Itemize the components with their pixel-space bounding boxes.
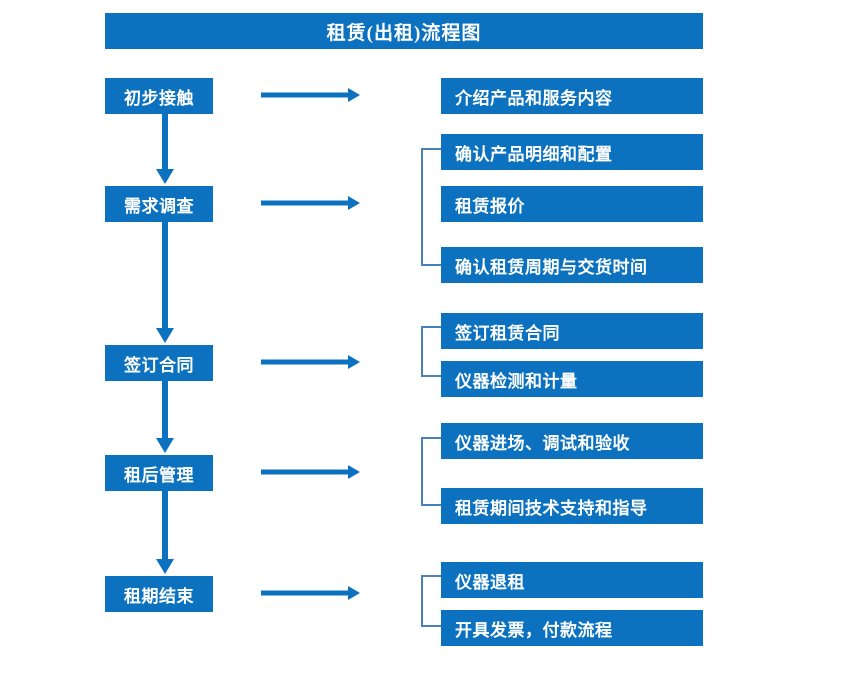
group-bracket-2 — [421, 148, 441, 266]
detail-box-1-1[interactable]: 介绍产品和服务内容 — [441, 78, 703, 114]
group-bracket-3 — [421, 326, 441, 377]
arrow-down-3 — [156, 381, 174, 453]
page-title: 租赁(出租)流程图 — [105, 13, 703, 49]
detail-box-3-2[interactable]: 仪器检测和计量 — [441, 361, 703, 397]
arrow-down-1 — [156, 114, 174, 184]
stage-box-5[interactable]: 租期结束 — [105, 576, 213, 612]
detail-box-5-1[interactable]: 仪器退租 — [441, 562, 703, 598]
detail-box-4-2[interactable]: 租赁期间技术支持和指导 — [441, 488, 703, 524]
stage-box-2[interactable]: 需求调查 — [105, 186, 213, 222]
stage-box-1[interactable]: 初步接触 — [105, 78, 213, 114]
detail-box-3-1[interactable]: 签订租赁合同 — [441, 313, 703, 349]
detail-box-2-1[interactable]: 确认产品明细和配置 — [441, 134, 703, 170]
arrow-right-5 — [261, 586, 360, 600]
detail-box-2-2[interactable]: 租赁报价 — [441, 186, 703, 222]
detail-box-4-1[interactable]: 仪器进场、调试和验收 — [441, 423, 703, 459]
detail-box-5-2[interactable]: 开具发票，付款流程 — [441, 610, 703, 646]
arrow-down-4 — [156, 491, 174, 574]
arrow-right-4 — [261, 465, 360, 479]
stage-box-4[interactable]: 租后管理 — [105, 455, 213, 491]
arrow-right-1 — [261, 88, 360, 102]
group-bracket-4 — [421, 437, 441, 506]
stage-box-3[interactable]: 签订合同 — [105, 345, 213, 381]
arrow-right-2 — [261, 196, 360, 210]
arrow-down-2 — [156, 222, 174, 343]
detail-box-2-3[interactable]: 确认租赁周期与交货时间 — [441, 247, 703, 283]
arrow-right-3 — [261, 355, 360, 369]
group-bracket-5 — [421, 575, 441, 627]
